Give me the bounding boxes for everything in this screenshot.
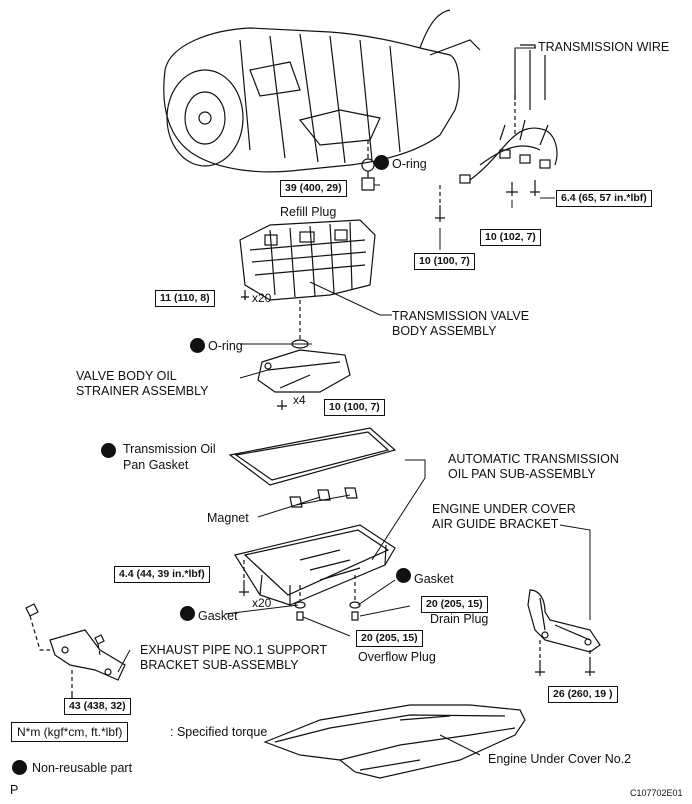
torque-valve-body: 11 (110, 8) (155, 290, 215, 307)
label-strainer-1: VALVE BODY OIL (76, 369, 177, 383)
non-reusable-marker-gasket-left (180, 606, 195, 621)
torque-wire-mid: 10 (102, 7) (480, 229, 541, 246)
valve-body-drawing (239, 219, 376, 301)
label-exhaust-2: BRACKET SUB-ASSEMBLY (140, 658, 299, 672)
engine-under-cover-drawing (263, 704, 526, 779)
multiplier-pan: x20 (252, 596, 272, 610)
torque-strainer: 10 (100, 7) (324, 399, 385, 416)
non-reusable-marker-pan-gasket (101, 443, 116, 458)
label-air-guide-1: ENGINE UNDER COVER (432, 502, 576, 516)
multiplier-valve-body: x20 (252, 291, 272, 305)
label-oil-pan-gasket-2: Pan Gasket (123, 458, 189, 472)
label-gasket-left: Gasket (198, 609, 238, 623)
torque-drain-plug: 20 (205, 15) (421, 596, 488, 613)
torque-overflow-plug: 20 (205, 15) (356, 630, 423, 647)
air-guide-bracket-drawing (527, 589, 601, 676)
label-engine-under-cover: Engine Under Cover No.2 (488, 752, 632, 766)
label-valve-body-1: TRANSMISSION VALVE (392, 309, 530, 323)
legend-non-reusable-marker (12, 760, 27, 775)
label-exhaust-1: EXHAUST PIPE NO.1 SUPPORT (140, 643, 328, 657)
non-reusable-marker-o-ring-top (374, 155, 389, 170)
transmission-wire-drawing (435, 44, 558, 222)
label-oil-pan-gasket-1: Transmission Oil (123, 442, 216, 456)
legend-torque-desc: : Specified torque (170, 725, 268, 739)
label-o-ring-mid: O-ring (208, 339, 243, 353)
label-drain-plug: Drain Plug (430, 612, 489, 626)
label-overflow-plug: Overflow Plug (358, 650, 436, 664)
torque-air-guide: 26 (260, 19 ) (548, 686, 618, 703)
label-o-ring-top: O-ring (392, 157, 427, 171)
magnets-drawing (289, 487, 358, 508)
label-air-guide-2: AIR GUIDE BRACKET (432, 517, 559, 531)
footer-left-code: P (10, 783, 19, 797)
torque-refill-plug: 39 (400, 29) (280, 180, 347, 197)
transmission-case-drawing (163, 9, 481, 173)
non-reusable-marker-o-ring-mid (190, 338, 205, 353)
oil-pan-gasket-drawing (228, 427, 397, 486)
torque-wire-right: 6.4 (65, 57 in.*lbf) (556, 190, 652, 207)
label-strainer-2: STRAINER ASSEMBLY (76, 384, 209, 398)
refill-plug-drawing (361, 158, 375, 191)
oil-pan-drawing (234, 524, 396, 606)
legend-non-reusable-text: Non-reusable part (32, 761, 133, 775)
multiplier-strainer: x4 (293, 393, 306, 407)
strainer-drawing (257, 349, 351, 410)
label-valve-body-2: BODY ASSEMBLY (392, 324, 497, 338)
non-reusable-marker-gasket-right (396, 568, 411, 583)
pan-plugs-drawing (294, 601, 361, 621)
exhaust-bracket-drawing (25, 603, 126, 706)
label-oil-pan-1: AUTOMATIC TRANSMISSION (448, 452, 619, 466)
legend-torque-units: N*m (kgf*cm, ft.*lbf) (11, 722, 129, 742)
torque-exhaust: 43 (438, 32) (64, 698, 131, 715)
label-transmission-wire: TRANSMISSION WIRE (538, 40, 670, 54)
label-gasket-right: Gasket (414, 572, 454, 586)
torque-wire-left: 10 (100, 7) (414, 253, 475, 270)
torque-pan-bolts: 4.4 (44, 39 in.*lbf) (114, 566, 210, 583)
footer-right-code: C107702E01 (630, 788, 683, 798)
label-oil-pan-2: OIL PAN SUB-ASSEMBLY (448, 467, 596, 481)
label-magnet: Magnet (207, 511, 249, 525)
label-refill-plug: Refill Plug (280, 205, 337, 219)
